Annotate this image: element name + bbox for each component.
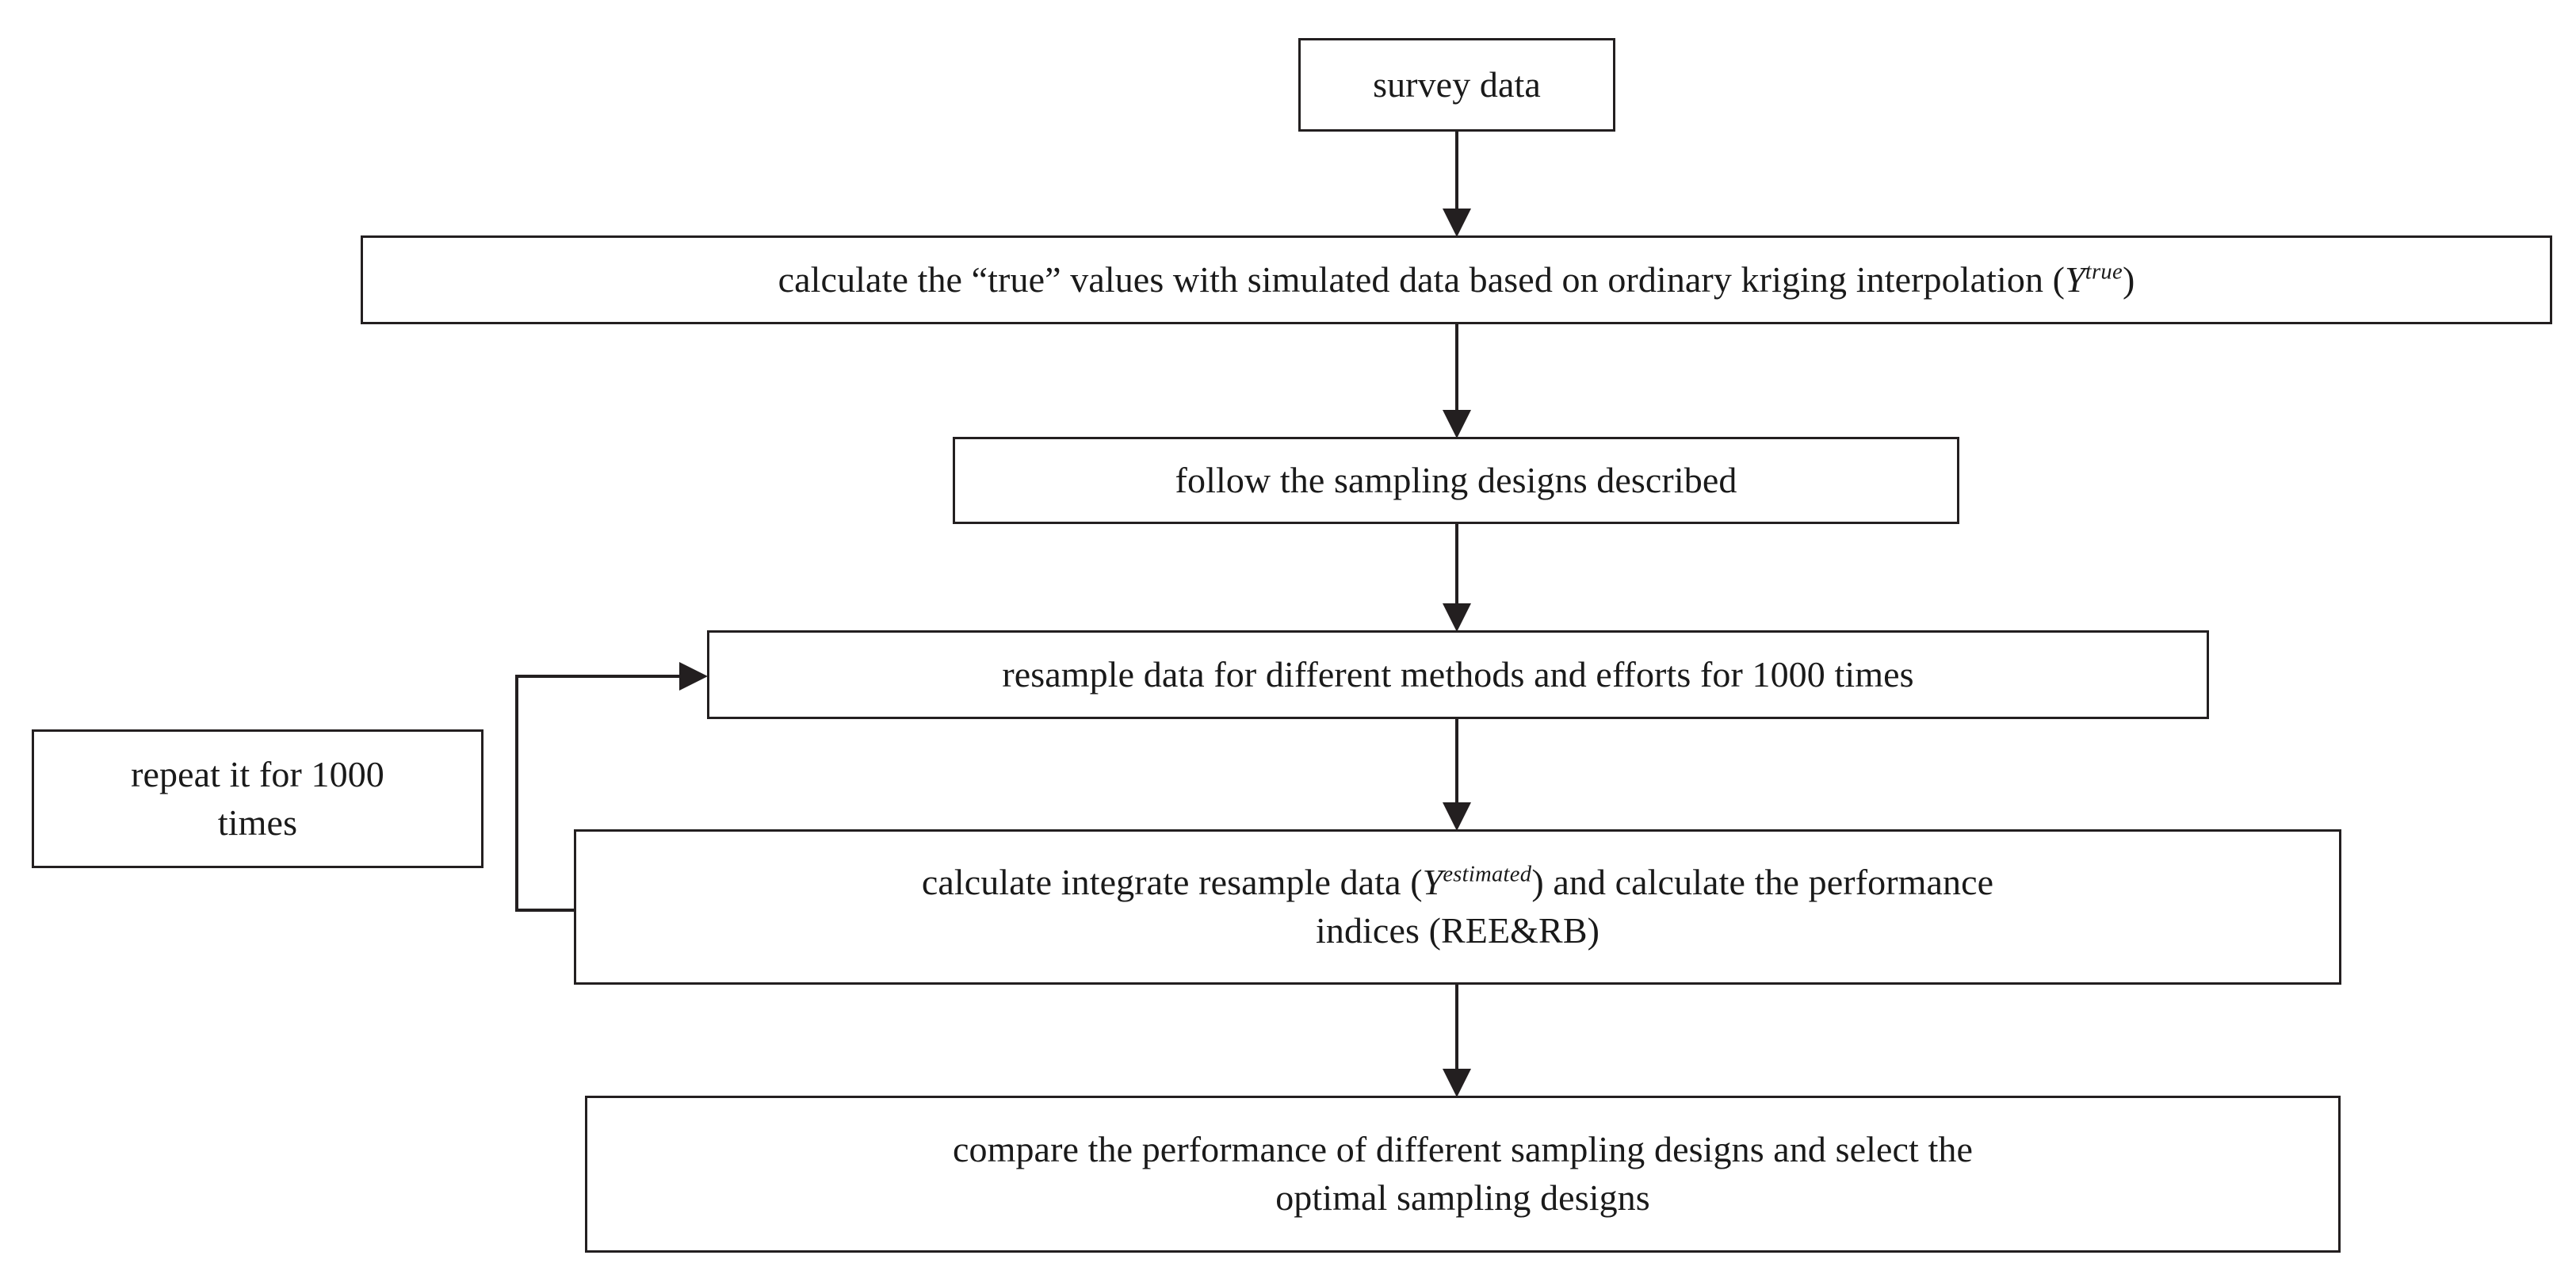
node-survey-data[interactable]: survey data bbox=[1298, 38, 1615, 132]
performance-variable: Y bbox=[1422, 862, 1443, 903]
node-calculate-performance-indices-label: calculate integrate resample data (Yesti… bbox=[589, 859, 2326, 955]
true-values-variable: Y bbox=[2065, 258, 2085, 300]
performance-superscript: estimated bbox=[1443, 862, 1532, 887]
true-values-text-after: ) bbox=[2122, 258, 2135, 300]
compare-line-2: optimal sampling designs bbox=[1275, 1177, 1650, 1218]
edge-sampling-to-resample bbox=[1443, 524, 1471, 632]
true-values-superscript: true bbox=[2085, 259, 2123, 285]
node-calculate-true-values-label: calculate the “true” values with simulat… bbox=[376, 256, 2537, 304]
repeat-line-1: repeat it for 1000 bbox=[131, 753, 384, 794]
node-compare-and-select-label: compare the performance of different sam… bbox=[600, 1126, 2326, 1222]
node-resample-data-label: resample data for different methods and … bbox=[1002, 653, 1914, 695]
node-compare-and-select[interactable]: compare the performance of different sam… bbox=[585, 1096, 2341, 1253]
node-repeat-loop-note-label: repeat it for 1000 times bbox=[47, 751, 468, 847]
performance-line-2: indices (REE&RB) bbox=[1315, 910, 1600, 951]
node-calculate-performance-indices[interactable]: calculate integrate resample data (Yesti… bbox=[574, 829, 2341, 985]
node-calculate-true-values[interactable]: calculate the “true” values with simulat… bbox=[361, 235, 2552, 324]
node-repeat-loop-note[interactable]: repeat it for 1000 times bbox=[32, 729, 483, 868]
edge-survey-to-true bbox=[1443, 132, 1471, 237]
edge-true-to-sampling bbox=[1443, 324, 1471, 438]
repeat-line-2: times bbox=[217, 802, 298, 843]
true-values-text-before: calculate the “true” values with simulat… bbox=[778, 258, 2066, 300]
performance-text-after: ) and calculate the performance bbox=[1531, 862, 1994, 903]
node-follow-sampling-designs[interactable]: follow the sampling designs described bbox=[953, 437, 1959, 524]
performance-text-before: calculate integrate resample data ( bbox=[921, 862, 1423, 903]
node-survey-data-label: survey data bbox=[1373, 63, 1541, 105]
node-resample-data[interactable]: resample data for different methods and … bbox=[707, 630, 2209, 719]
edge-resample-to-performance bbox=[1443, 719, 1471, 831]
node-follow-sampling-designs-label: follow the sampling designs described bbox=[1175, 459, 1737, 500]
compare-line-1: compare the performance of different sam… bbox=[952, 1129, 1974, 1170]
edge-performance-to-compare bbox=[1443, 985, 1471, 1097]
